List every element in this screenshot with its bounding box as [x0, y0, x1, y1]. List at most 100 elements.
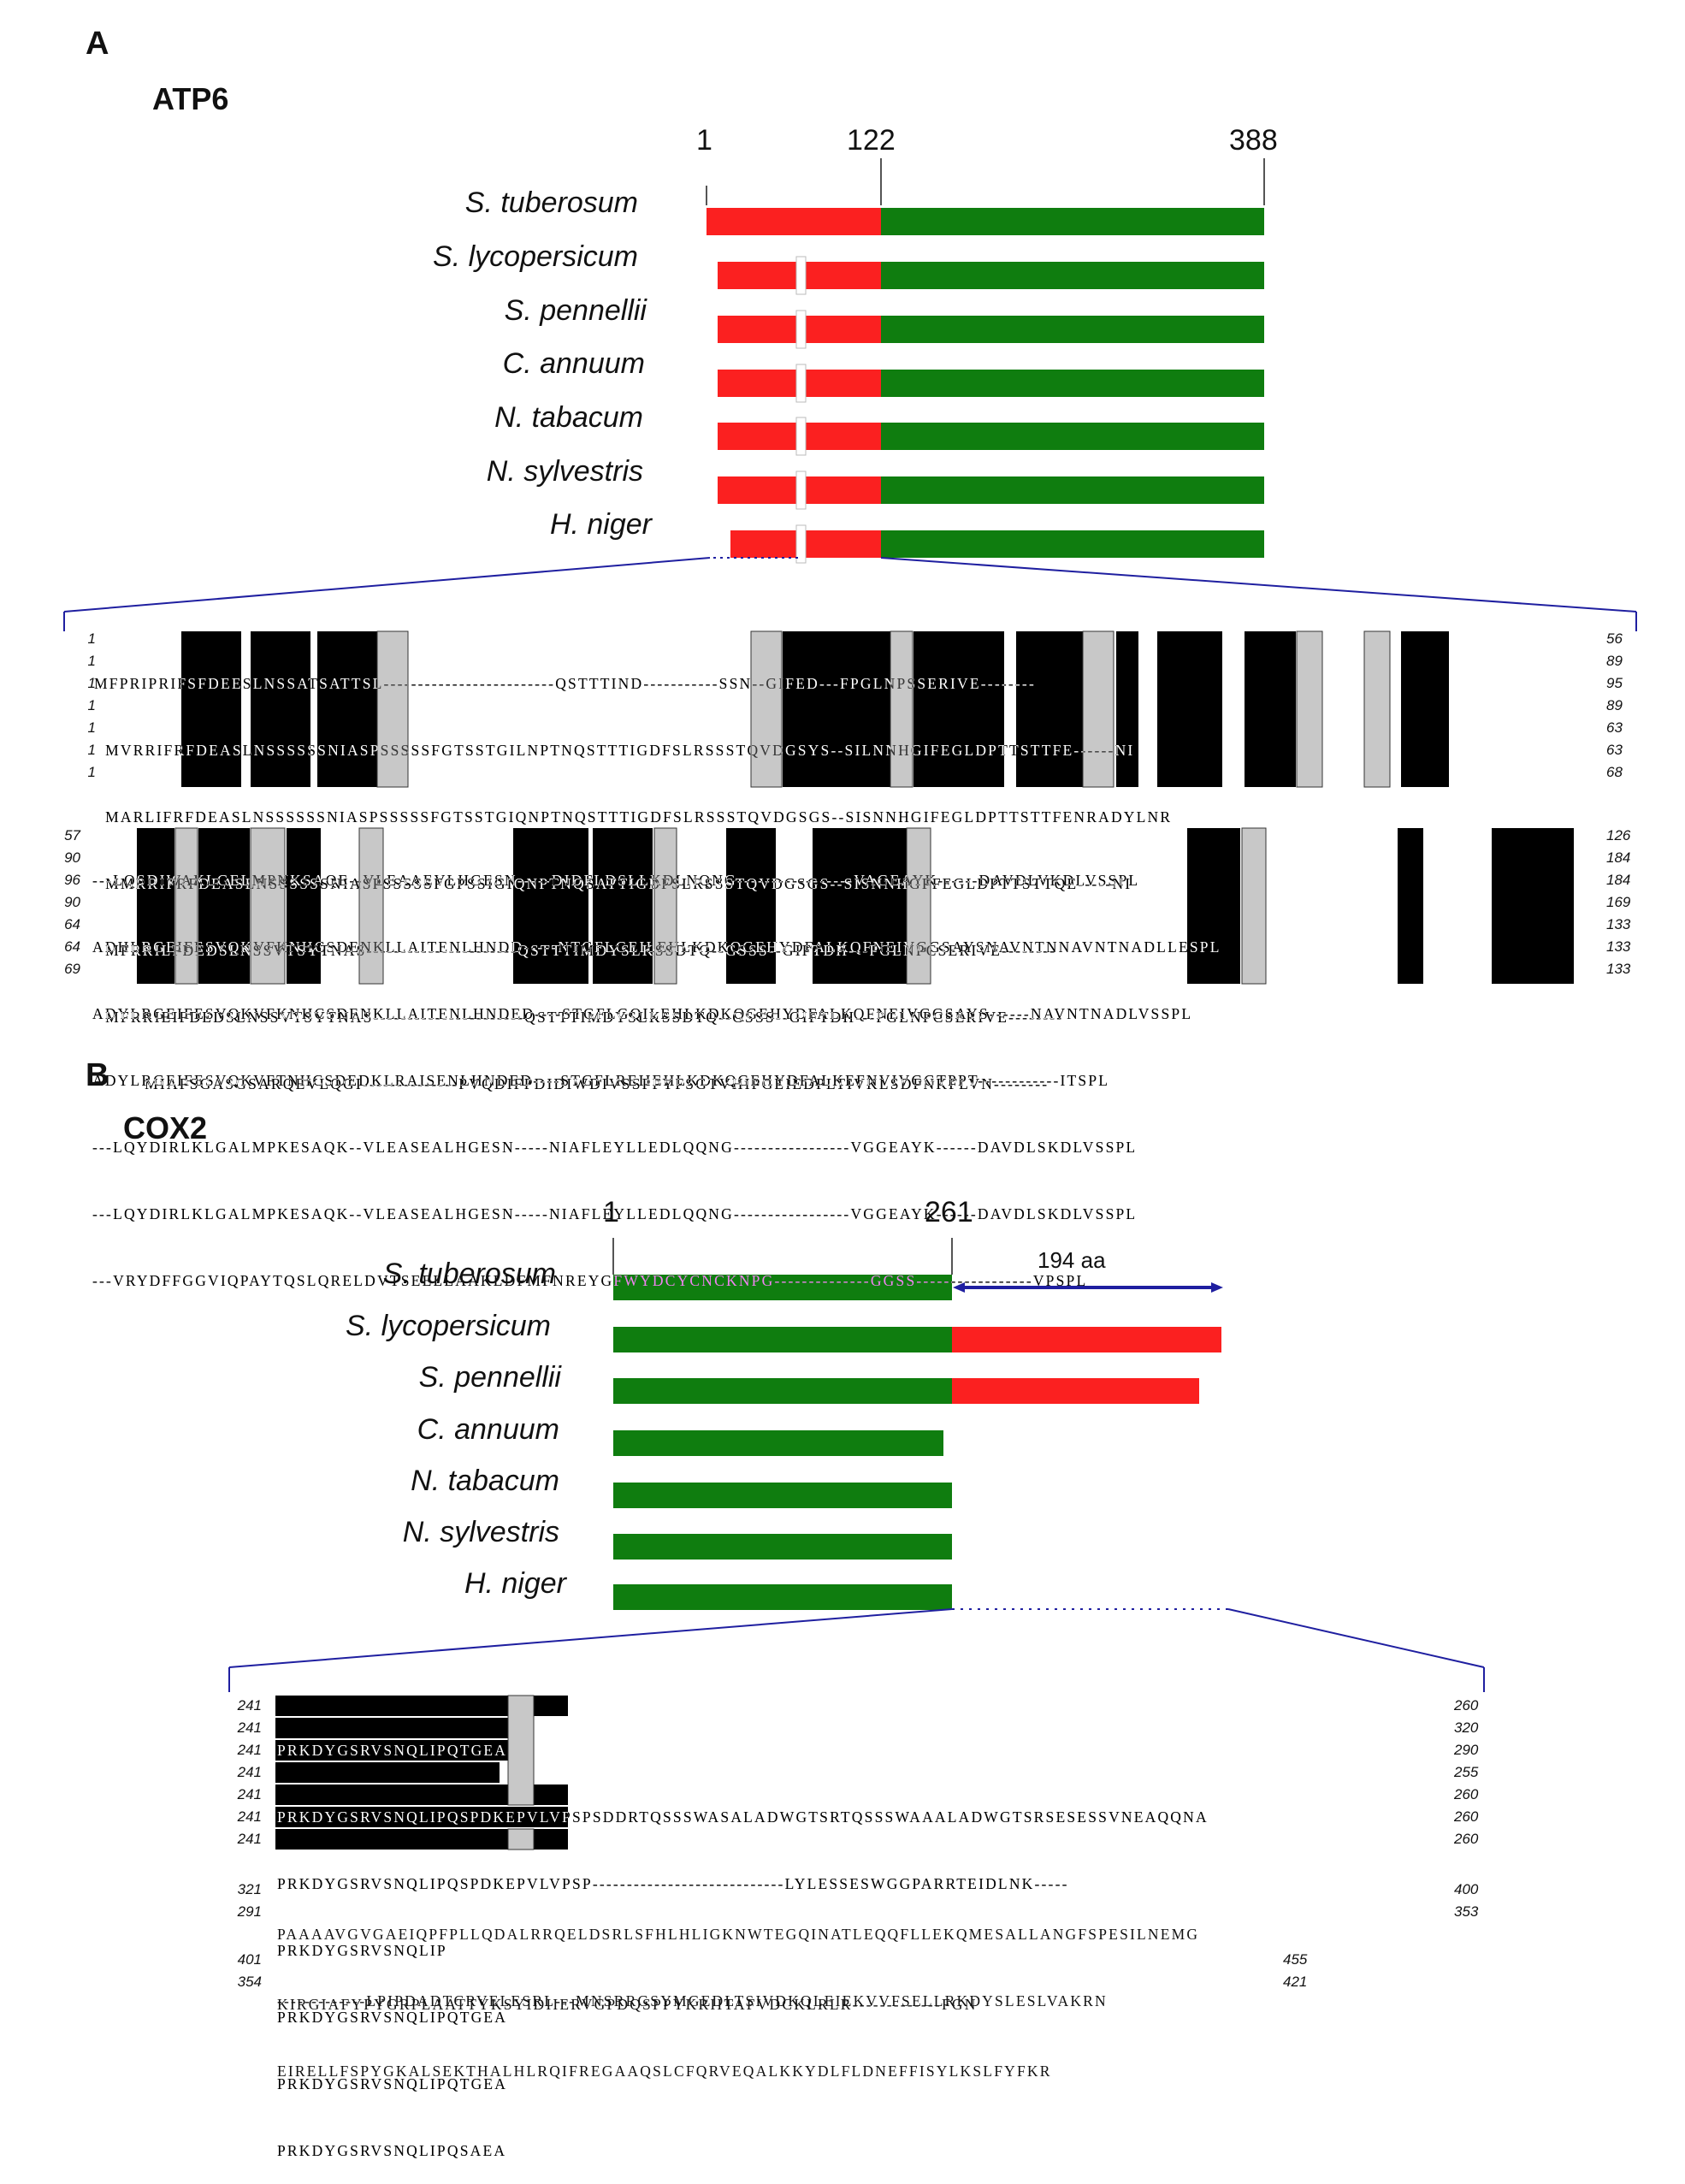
atp6-species-1: S. lycopersicum — [433, 240, 638, 273]
cox2-b1-start-5: 241 — [237, 1808, 262, 1825]
cox2-zoom-line-right — [1227, 1608, 1485, 1668]
cox2-species-0: S. tuberosum — [382, 1258, 556, 1290]
atp6-b1-row-3: MMRRIFRFDEASLNSSSSSSNIASPSSSSSFGPSSIGIQN… — [94, 875, 1132, 892]
atp6-species-2: S. pennellii — [504, 294, 647, 327]
cox2-species-3: C. annuum — [417, 1413, 559, 1446]
atp6-pos-388: 388 — [1229, 124, 1278, 157]
atp6-b1-start-1: 1 — [87, 653, 96, 669]
atp6-b2-start-6: 69 — [64, 961, 80, 977]
cox2-b1-start-3: 241 — [237, 1764, 262, 1780]
cox2-bar-5 — [613, 1534, 952, 1560]
cox2-b2-row-0: PAAAAVGVGAEIQPFPLLQDALRRQELDSRLSFHLHLIGK… — [277, 1926, 1200, 1943]
atp6-b2-row-6: ---VRYDFFGGVIQPAYTQSLQRELDVTSEELLAAKLDFM… — [92, 1272, 1088, 1289]
atp6-species-4: N. tabacum — [494, 401, 643, 434]
cox2-species-2: S. pennellii — [418, 1361, 561, 1394]
atp6-block1-grey — [376, 630, 1391, 788]
atp6-species-5: N. sylvestris — [486, 455, 643, 488]
atp6-b1-end-4: 63 — [1606, 719, 1623, 736]
cox2-pos-261: 261 — [925, 1196, 973, 1228]
atp6-b1-end-6: 68 — [1606, 764, 1623, 780]
cox2-species-4: N. tabacum — [411, 1465, 559, 1497]
atp6-b1-row-0: MFPRIPRIFSFDEESLNSSATSATTSL-------------… — [94, 675, 1036, 692]
cox2-b3-row-1: EIRELLFSPYGKALSEKTHALHLRQIFREGAAQSLCFQRV… — [277, 2063, 1052, 2080]
atp6-bar-5 — [718, 471, 1264, 510]
cox2-b1-end-1: 320 — [1454, 1719, 1479, 1736]
atp6-bar-0-red — [707, 208, 881, 235]
atp6-b1-ends: 56 89 95 89 63 63 68 — [1606, 628, 1649, 784]
cox2-b1-starts: 241 241 241 241 241 241 241 — [228, 1695, 262, 1850]
cox2-extension-label: 194 aa — [1038, 1247, 1106, 1273]
atp6-block2-shading — [137, 828, 1574, 984]
atp6-b2-start-2: 96 — [64, 872, 80, 888]
atp6-bar-6 — [730, 524, 1264, 564]
cox2-b2-start-1: 291 — [237, 1903, 262, 1920]
cox2-b3-start-0: 401 — [237, 1951, 262, 1968]
atp6-b2-ends: 126 184 184 169 133 133 133 — [1606, 825, 1649, 980]
atp6-b2-start-1: 90 — [64, 849, 80, 866]
atp6-b2-start-5: 64 — [64, 938, 80, 955]
cox2-b1-row-6: PRKDYGSRVSNQLIPQSAEA — [277, 2142, 507, 2159]
cox2-b1-row-3: PRKDYGSRVSNQLIP — [277, 1942, 447, 1959]
cox2-bar-6 — [613, 1584, 952, 1610]
atp6-b1-row-4: MFRRILFDEDSLNSSVTSYTNAS-----------------… — [94, 942, 1057, 959]
cox2-zoom-line-left — [228, 1608, 953, 1668]
atp6-gap-5 — [795, 471, 807, 510]
atp6-b2-start-0: 57 — [64, 827, 80, 843]
atp6-gap-3 — [795, 364, 807, 403]
cox2-grey-box — [507, 1695, 535, 1806]
panel-letter-b: B — [86, 1057, 109, 1093]
atp6-gap-4 — [795, 417, 807, 456]
cox2-shade-3 — [275, 1762, 500, 1783]
cox2-b3-end-0: 455 — [1283, 1951, 1308, 1968]
cox2-b1-ends: 260 320 290 255 260 260 260 — [1454, 1695, 1497, 1850]
cox2-b3-sequences: KIRGIAFYPYGRPLAATTYKSYIDIIERVGPDQSPPYKRI… — [277, 1949, 1286, 2104]
atp6-b2-end-5: 133 — [1606, 938, 1631, 955]
cox2-b1-row-4: PRKDYGSRVSNQLIPQTGEA — [277, 2009, 508, 2026]
atp6-bar-3 — [718, 364, 1264, 403]
cox2-b1-end-3: 255 — [1454, 1764, 1479, 1780]
cox2-bar-4 — [613, 1483, 952, 1508]
atp6-b1-start-0: 1 — [87, 630, 96, 647]
cox2-b1-start-1: 241 — [237, 1719, 262, 1736]
atp6-bar-4 — [718, 417, 1264, 456]
cox2-species-5: N. sylvestris — [402, 1516, 559, 1548]
atp6-block2-grey — [174, 827, 1267, 985]
atp6-gap-2 — [795, 310, 807, 349]
cox2-b1-row-2: PRKDYGSRVSNQLIPQSPDKEPVLVPSP------------… — [277, 1875, 1069, 1892]
atp6-block1-shading — [181, 631, 1449, 787]
atp6-b2-start-3: 90 — [64, 894, 80, 910]
atp6-b1-start-5: 1 — [87, 742, 96, 758]
atp6-b1-start-2: 1 — [87, 675, 96, 691]
cox2-b1-start-0: 241 — [237, 1697, 262, 1713]
atp6-b1-row-6: MIAPSGASGSARQEVLQGI--------------PVQDIFP… — [94, 1075, 1049, 1092]
atp6-zoom-line-left — [63, 557, 711, 613]
atp6-b2-sequences: ---LQSDIWAKLGELMPNKSAQE--VLEAAEVLHGESN--… — [92, 825, 1598, 1314]
cox2-b3-row-0: KIRGIAFYPYGRPLAATTYKSYIDIIERVGPDQSPPYKRI… — [277, 1996, 978, 2013]
cox2-bar-3 — [613, 1430, 943, 1456]
cox2-b2-ends: 400 353 — [1454, 1879, 1497, 1923]
cox2-bar-1 — [613, 1327, 1221, 1352]
cox2-b2-sequences: PAAAAVGVGAEIQPFPLLQDALRRQELDSRLSFHLHLIGK… — [277, 1879, 1449, 2034]
atp6-b2-row-1: ADHLRGEIFESVQKVFKNHCSDENKLLAITENLHNDD---… — [92, 938, 1221, 956]
atp6-pos-1: 1 — [696, 124, 712, 157]
cox2-b1-start-6: 241 — [237, 1831, 262, 1847]
gene-title-atp6: ATP6 — [152, 81, 229, 116]
cox2-shade-2 — [275, 1740, 520, 1761]
cox2-b1-start-4: 241 — [237, 1786, 262, 1802]
atp6-b1-start-4: 1 — [87, 719, 96, 736]
atp6-b1-sequences: MFPRIPRIFSFDEESLNSSATSATTSL-------------… — [94, 628, 1599, 1117]
cox2-b2-start-0: 321 — [237, 1881, 262, 1897]
atp6-gap-6 — [795, 524, 807, 564]
cox2-species-6: H. niger — [464, 1567, 566, 1600]
atp6-bar-0-green — [881, 208, 1264, 235]
cox2-shade-1 — [275, 1718, 520, 1738]
atp6-b2-row-2: ADYLRGEIFESVQKVFKNHCSDENKLLAITENLHNDED--… — [92, 1005, 1193, 1022]
atp6-b1-end-1: 89 — [1606, 653, 1623, 669]
atp6-species-3: C. annuum — [502, 347, 645, 380]
atp6-b2-end-6: 133 — [1606, 961, 1631, 977]
cox2-b1-end-5: 260 — [1454, 1808, 1479, 1825]
cox2-b3-starts: 401 354 — [228, 1949, 262, 1993]
atp6-b2-row-4: ---LQYDIRLKLGALMPKESAQK--VLEASEALHGESN--… — [92, 1139, 1138, 1156]
cox2-species-1: S. lycopersicum — [346, 1310, 551, 1342]
gene-title-cox2: COX2 — [123, 1110, 208, 1145]
